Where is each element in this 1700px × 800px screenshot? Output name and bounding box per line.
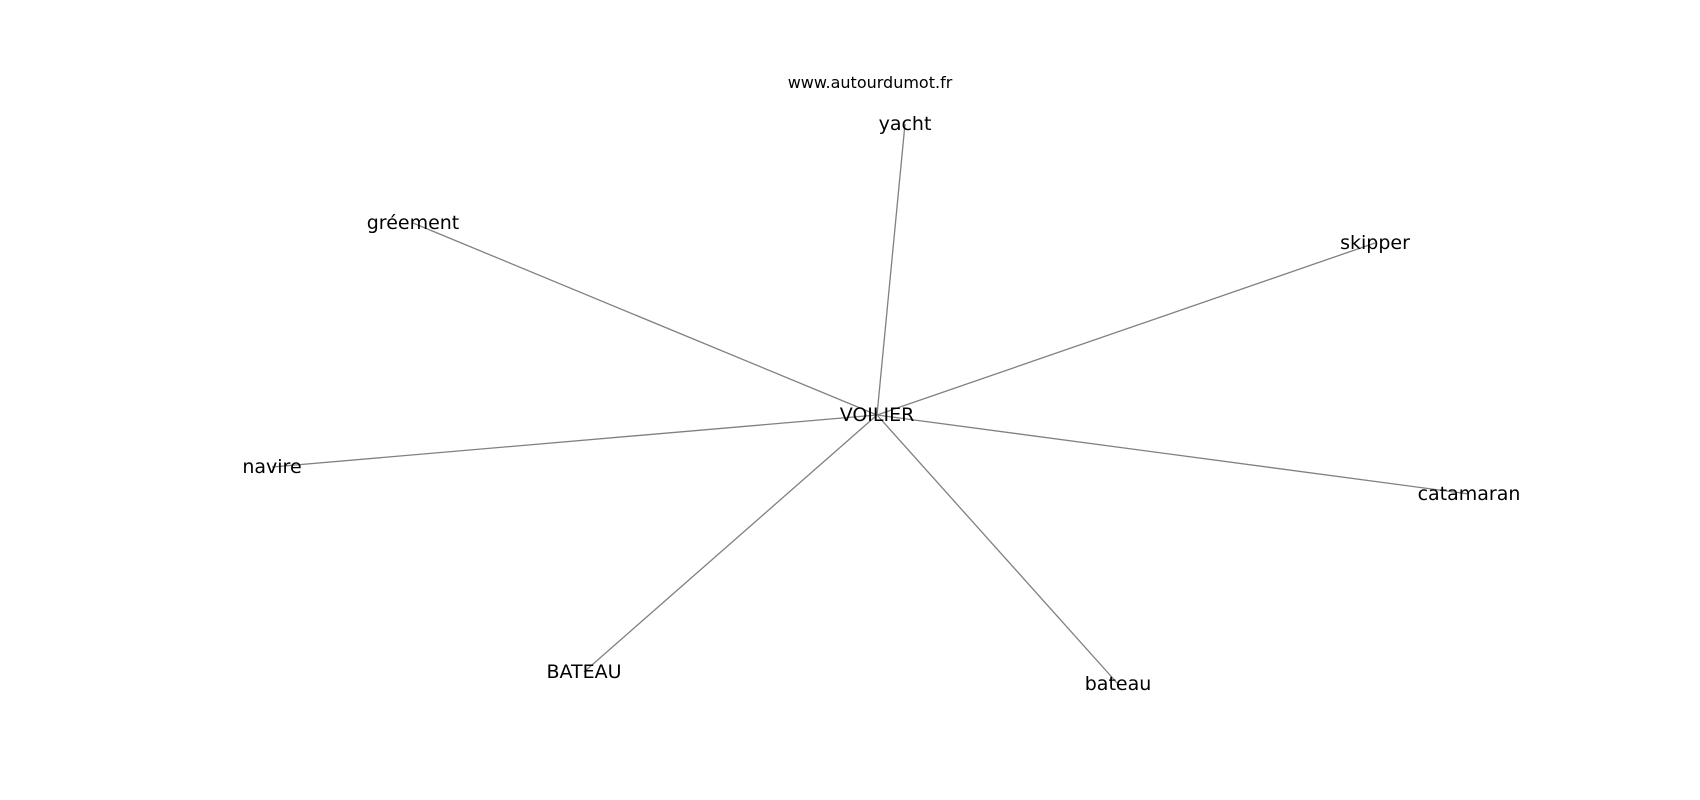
node-skipper[interactable]: skipper	[1340, 232, 1410, 254]
edge-greement	[412, 222, 878, 416]
edge-navire	[271, 414, 878, 468]
node-catamaran[interactable]: catamaran	[1418, 483, 1521, 505]
node-center[interactable]: VOILIER	[840, 404, 915, 426]
edge-bateau-upper	[583, 414, 878, 673]
node-bateau-upper[interactable]: BATEAU	[546, 661, 621, 683]
edge-yacht	[876, 123, 906, 416]
edge-skipper	[876, 242, 1376, 416]
node-greement[interactable]: gréement	[367, 212, 460, 234]
node-bateau[interactable]: bateau	[1085, 673, 1152, 695]
edge-catamaran	[876, 414, 1470, 495]
node-yacht[interactable]: yacht	[879, 113, 932, 135]
watermark-text: www.autourdumot.fr	[788, 73, 953, 92]
nodes: VOILIER yacht gréement skipper navire ca…	[242, 113, 1520, 695]
edges	[271, 123, 1470, 685]
node-navire[interactable]: navire	[242, 456, 301, 478]
edge-bateau	[876, 414, 1119, 685]
